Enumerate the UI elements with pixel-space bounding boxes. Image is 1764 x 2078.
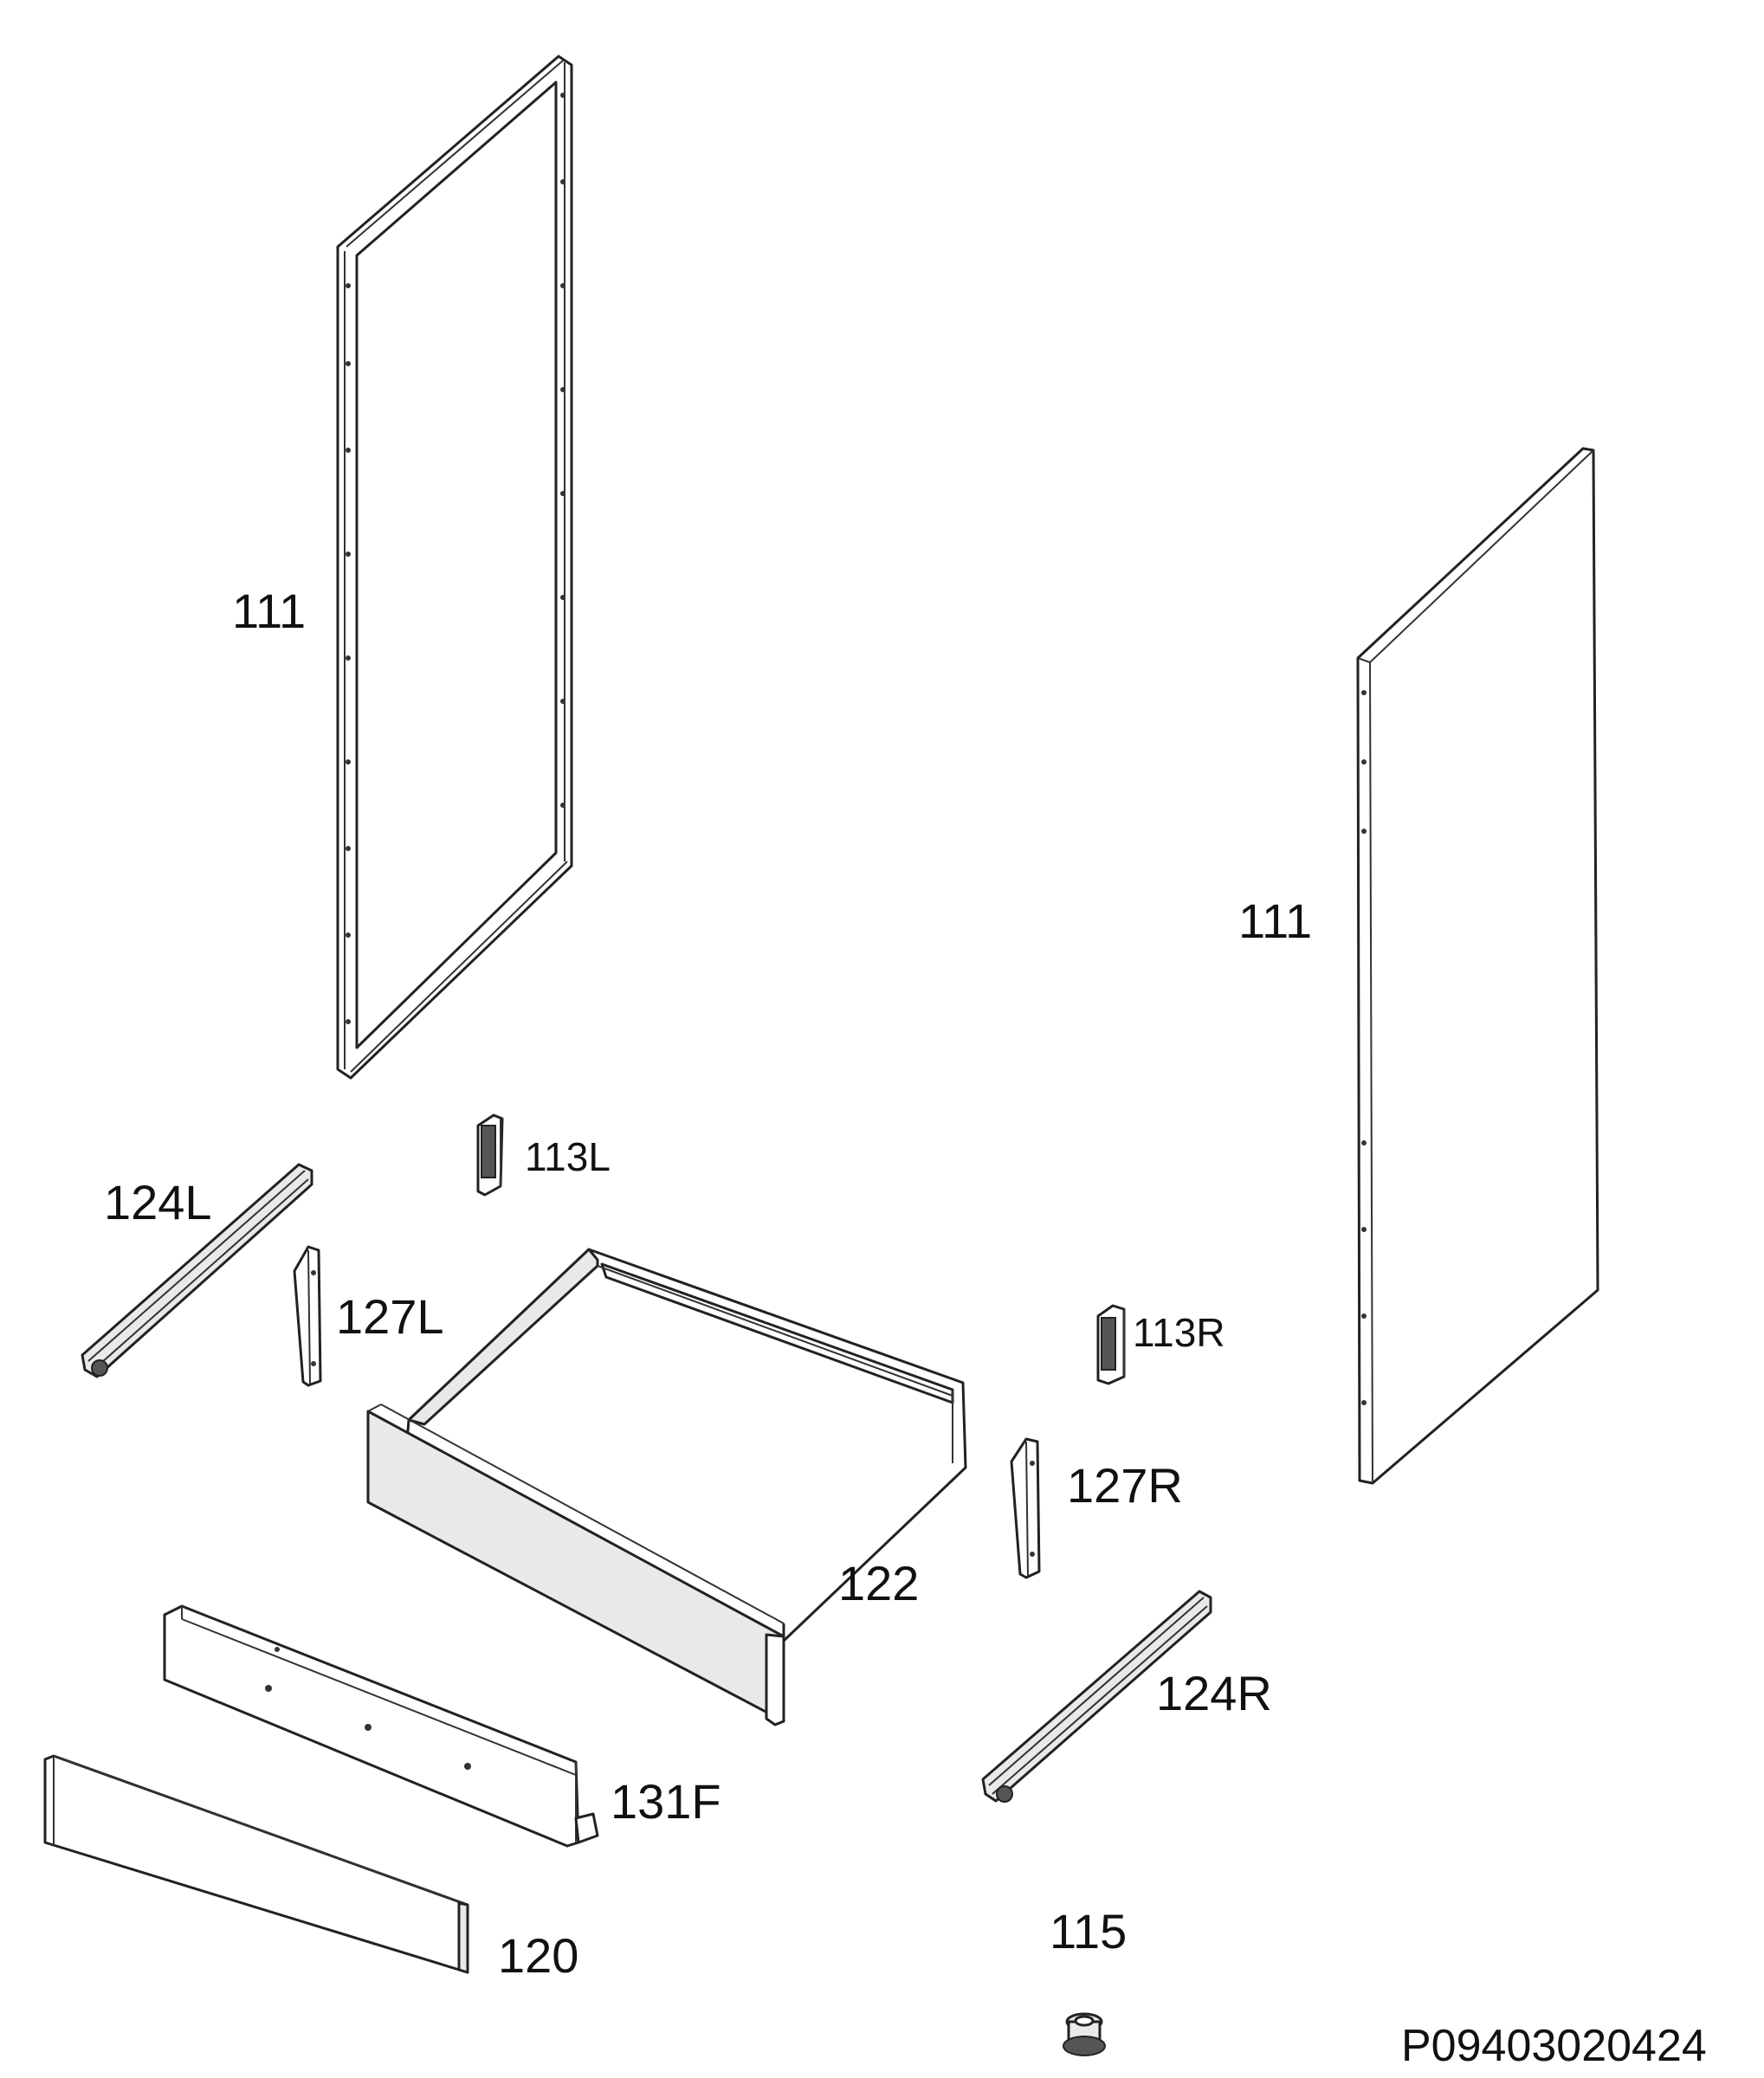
label-131F: 131F [611,1774,721,1829]
diagram-code: P09403020424 [1401,2021,1707,2071]
part-111-left-frame [336,55,573,1080]
label-111-right: 111 [1238,894,1312,948]
part-124R-rail [981,1590,1212,1803]
part-127L-bracket [293,1245,322,1387]
part-127R-bracket [1010,1437,1041,1579]
label-127R: 127R [1067,1458,1183,1513]
label-113R: 113R [1133,1310,1225,1355]
part-113L-hinge [476,1113,504,1197]
label-124L: 124L [104,1175,212,1229]
part-131F-front-panel [163,1604,599,1848]
part-111-right-panel [1356,447,1599,1485]
label-113L: 113L [525,1134,611,1179]
part-115-foot [1063,2012,1106,2056]
label-115: 115 [1050,1904,1127,1959]
part-120-kick-plate [43,1754,469,1974]
part-122-drawer [366,1248,967,1726]
part-113R-hinge [1096,1304,1126,1385]
label-120: 120 [498,1928,578,1983]
label-111-left: 111 [232,584,306,638]
label-124R: 124R [1156,1666,1272,1720]
label-127L: 127L [336,1289,444,1344]
part-124L-rail [81,1163,313,1378]
label-122: 122 [838,1556,919,1610]
